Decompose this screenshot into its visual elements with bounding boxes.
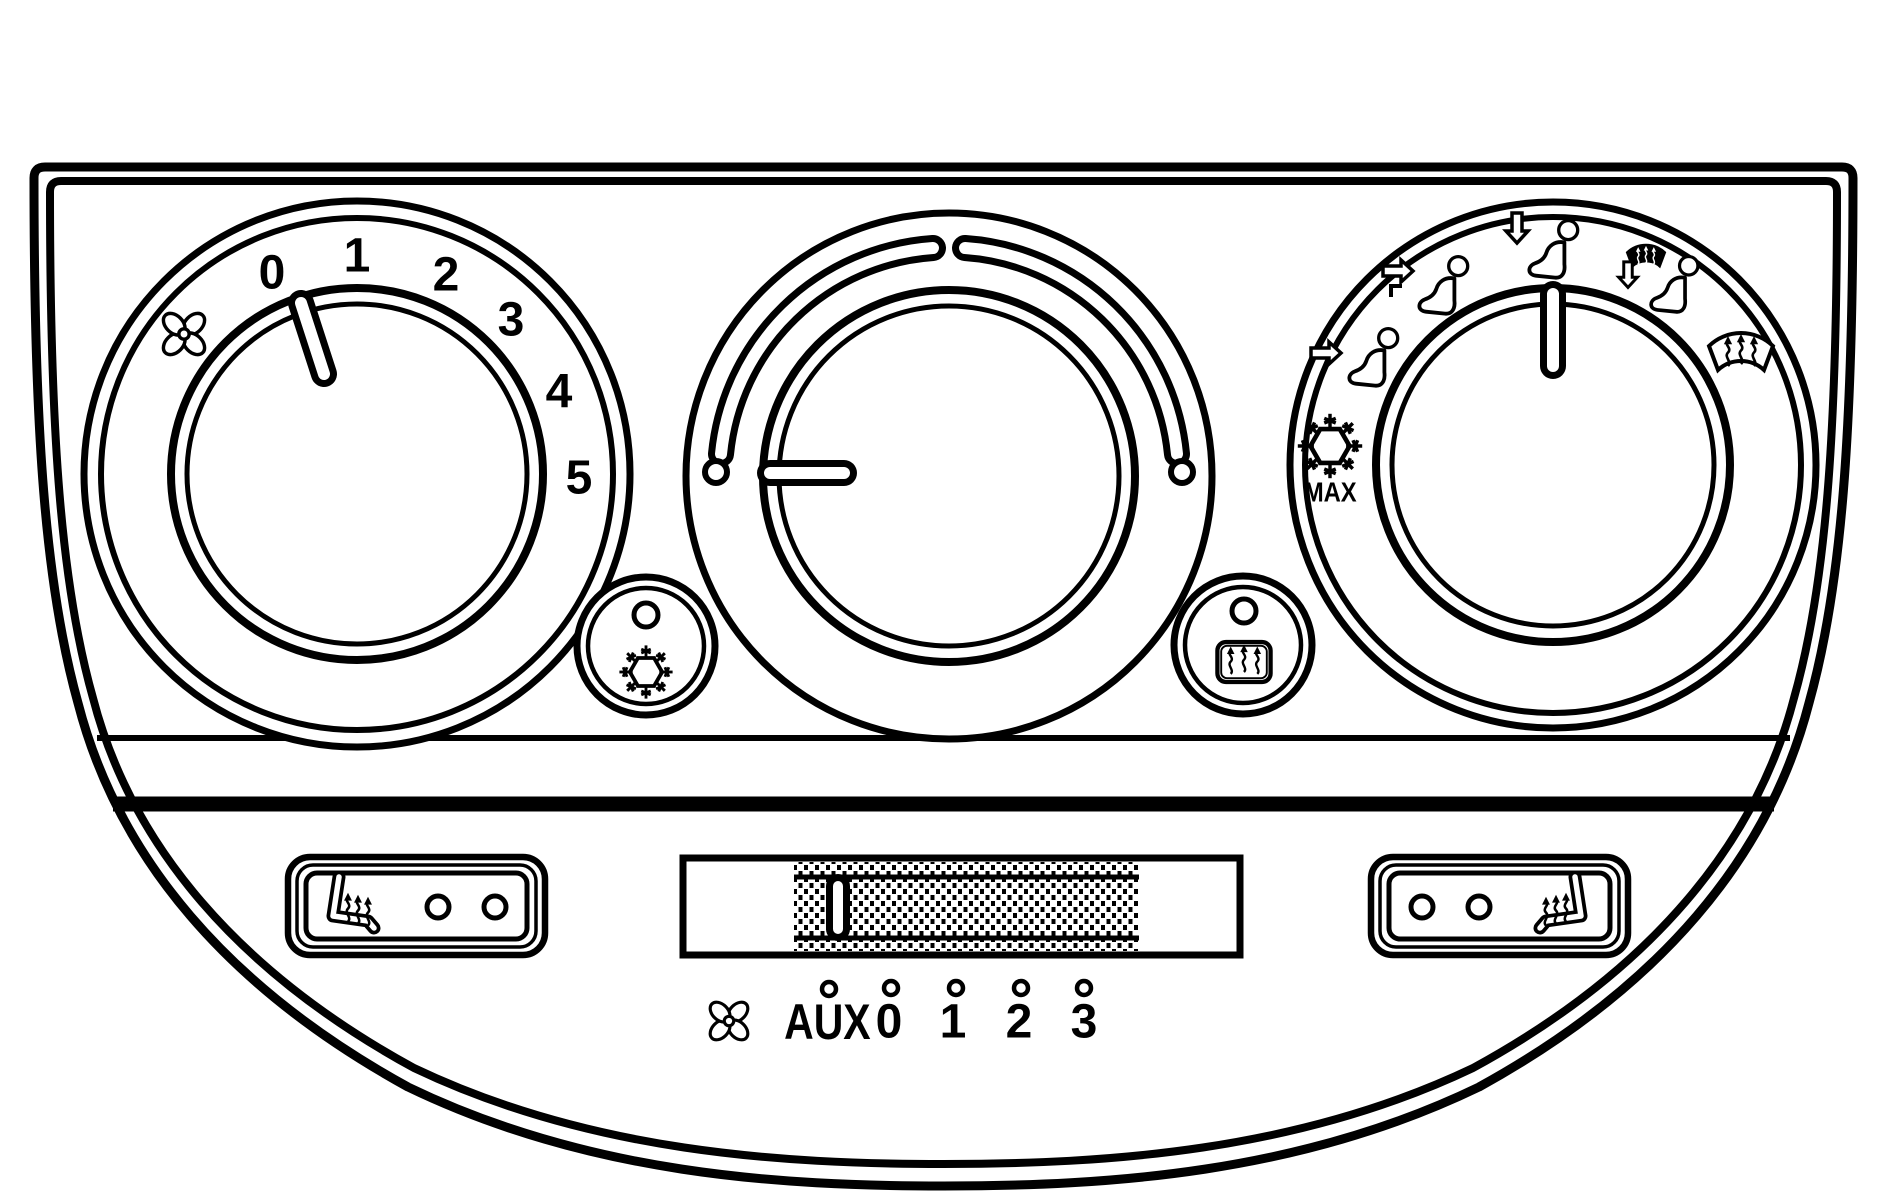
scale-label-0: 0 bbox=[876, 996, 903, 1049]
fan-speed-label-4: 4 bbox=[546, 366, 573, 419]
fan-speed-label-5: 5 bbox=[566, 452, 593, 505]
seat-right-indicator-dot-2 bbox=[1465, 893, 1493, 921]
scale-dot-1 bbox=[946, 978, 966, 998]
snowflake-icon bbox=[619, 645, 672, 698]
seat-left-indicator-dot-1 bbox=[424, 893, 452, 921]
rear-defrost-indicator-dot bbox=[1229, 596, 1259, 626]
scale-dot-2 bbox=[1011, 978, 1031, 998]
fan-speed-label-0: 0 bbox=[259, 247, 286, 300]
seat-left-indicator-dot-2 bbox=[481, 893, 509, 921]
fan-speed-dial: 0 1 2 3 4 5 bbox=[80, 197, 634, 751]
bilevel-vent-person-icon bbox=[1381, 254, 1470, 316]
fan-speed-knob[interactable] bbox=[167, 284, 547, 664]
fan-speed-label-3: 3 bbox=[498, 294, 525, 347]
seat-heater-right-button[interactable] bbox=[1367, 853, 1632, 959]
rear-defrost-button[interactable] bbox=[1170, 572, 1316, 718]
fan-icon-small bbox=[704, 996, 754, 1046]
scale-label-2: 2 bbox=[1006, 996, 1033, 1049]
seat-right-indicator-dot-1 bbox=[1408, 893, 1436, 921]
fan-speed-knob-pointer[interactable] bbox=[288, 290, 337, 387]
max-ac-label: MAX bbox=[1304, 476, 1357, 508]
aux-fan-slider[interactable] bbox=[679, 854, 1244, 959]
fan-speed-label-2: 2 bbox=[433, 249, 460, 302]
slider-grip[interactable] bbox=[794, 862, 1139, 951]
air-distribution-dial: MAX bbox=[1286, 198, 1820, 732]
seat-heater-left-button[interactable] bbox=[284, 853, 549, 959]
snowflake-max-ac-icon: MAX bbox=[1298, 414, 1362, 508]
ac-indicator-dot bbox=[631, 600, 661, 630]
scale-label-3: 3 bbox=[1071, 996, 1098, 1049]
air-distribution-knob[interactable] bbox=[1372, 281, 1734, 646]
temp-cold-end-dot bbox=[702, 458, 730, 486]
temp-dial-track bbox=[702, 235, 1196, 486]
aux-fan-scale: AUX 0 1 2 3 bbox=[704, 978, 1098, 1050]
scale-dot-3 bbox=[1074, 978, 1094, 998]
temperature-dial bbox=[682, 209, 1216, 743]
fan-dial-inner-ring bbox=[98, 215, 616, 733]
scale-label-1: 1 bbox=[940, 996, 967, 1049]
mode-dial-inner-ring bbox=[1302, 214, 1804, 716]
scale-dot-aux bbox=[819, 979, 839, 999]
scale-dot-0 bbox=[881, 978, 901, 998]
fan-speed-label-1: 1 bbox=[344, 230, 371, 283]
temp-hot-end-dot bbox=[1168, 458, 1196, 486]
panel-outer-border bbox=[29, 162, 1858, 1191]
panel-inner-border bbox=[45, 177, 1842, 1169]
rear-window-defrost-icon bbox=[1217, 642, 1270, 682]
temperature-knob[interactable] bbox=[757, 286, 1139, 666]
ac-button[interactable] bbox=[573, 573, 719, 719]
scale-label-aux: AUX bbox=[784, 994, 871, 1050]
